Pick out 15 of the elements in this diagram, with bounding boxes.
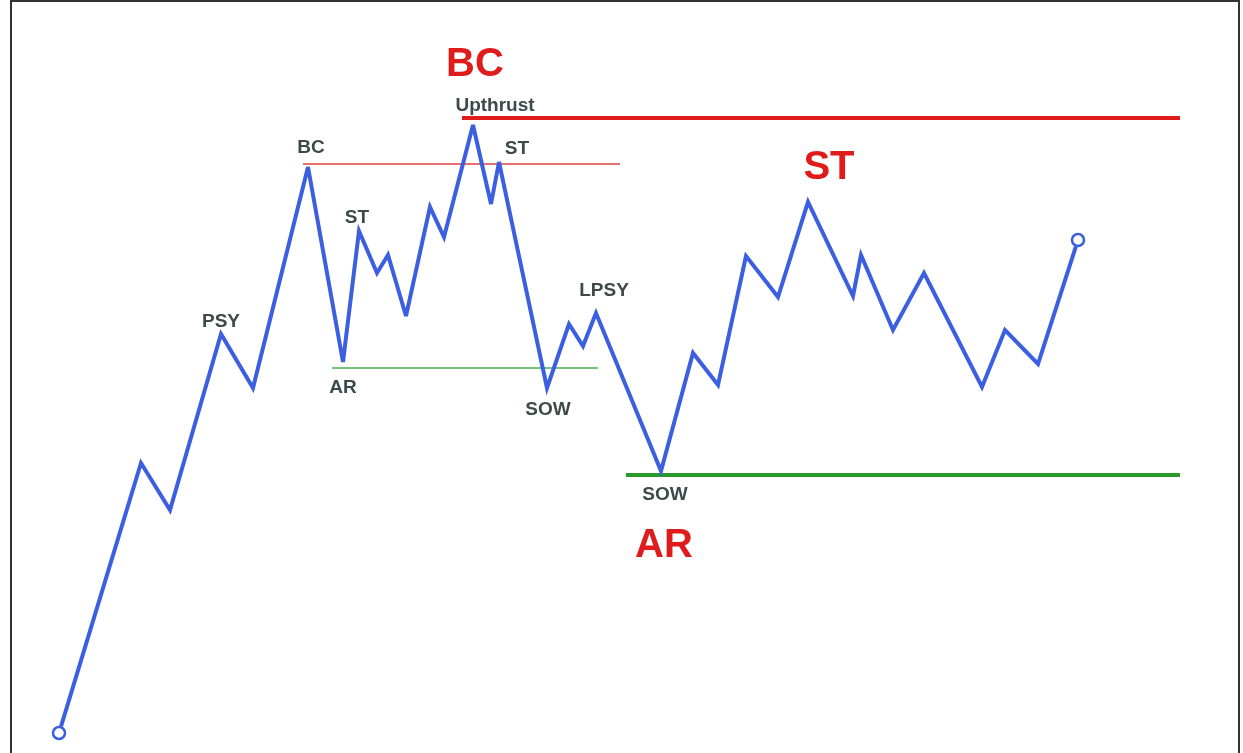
point-label: PSY [202, 310, 240, 330]
phase-label: BC [446, 42, 504, 82]
price-line [59, 123, 1078, 727]
point-label: SOW [642, 483, 688, 503]
point-label: LPSY [579, 279, 629, 299]
endpoint-circle [51, 725, 67, 741]
phase-label: ST [803, 145, 855, 185]
point-label: Upthrust [455, 94, 535, 114]
endpoint-circle [1070, 232, 1086, 248]
point-label: SOW [525, 398, 571, 418]
point-label: BC [297, 136, 325, 156]
phase-label: AR [635, 523, 693, 563]
point-label: ST [504, 137, 530, 157]
point-label: AR [329, 376, 357, 396]
point-label: ST [344, 206, 370, 226]
